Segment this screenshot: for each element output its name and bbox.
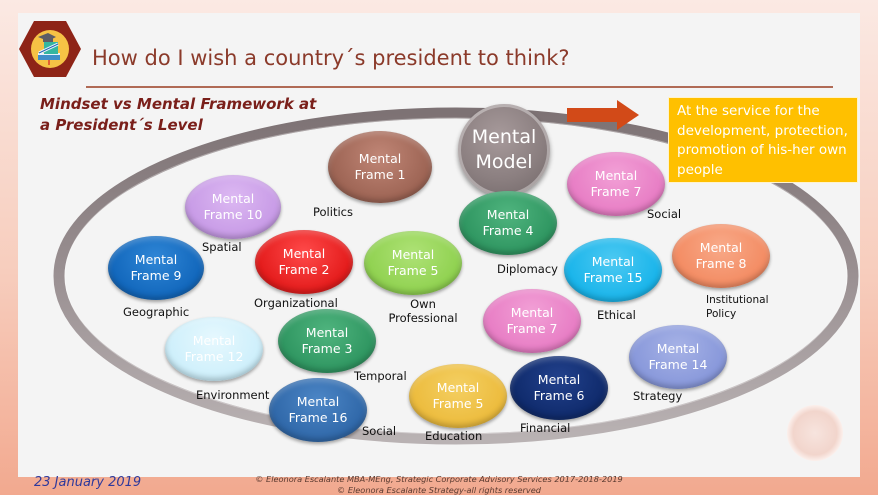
subtitle: Mindset vs Mental Framework at a Preside…	[40, 94, 316, 136]
subtitle-line-1: Mindset vs Mental Framework at	[40, 95, 317, 113]
footer-date: 23 January 2019	[34, 475, 142, 490]
label-education: Education	[425, 429, 483, 443]
mental-model-line-1: Mental	[471, 126, 537, 148]
footer-copyright: © Eleonora Escalante MBA-MEng, Strategic…	[0, 474, 878, 495]
right-arrow-icon	[567, 100, 639, 130]
mental-model-node: Mental Model	[458, 104, 550, 196]
label-environment: Environment	[196, 388, 270, 402]
label-geographic: Geographic	[123, 305, 190, 319]
label-strategy: Strategy	[633, 389, 683, 403]
label-institutional-policy: Institutional Policy	[706, 294, 769, 320]
label-diplomacy: Diplomacy	[497, 262, 558, 276]
graduation-cap-diploma-icon	[19, 21, 81, 77]
signature-seal-icon	[787, 405, 843, 461]
label-organizational: Organizational	[254, 296, 338, 310]
page-title: How do I wish a country´s president to t…	[92, 46, 570, 70]
label-spatial: Spatial	[202, 240, 242, 254]
title-divider	[86, 86, 833, 88]
label-politics: Politics	[313, 205, 353, 219]
label-temporal: Temporal	[354, 369, 407, 383]
service-callout-box: At the service for the development, prot…	[668, 97, 858, 183]
label-ethical: Ethical	[597, 308, 636, 322]
label-social-top: Social	[647, 207, 682, 221]
label-own-professional: Own Professional	[388, 297, 458, 325]
subtitle-line-2: a President´s Level	[40, 116, 203, 134]
copyright-line-1: © Eleonora Escalante MBA-MEng, Strategic…	[255, 474, 623, 484]
label-social-bottom: Social	[362, 424, 397, 438]
label-financial: Financial	[520, 421, 571, 435]
mental-model-line-2: Model	[475, 151, 533, 173]
copyright-line-2: © Eleonora Escalante Strategy-all rights…	[337, 484, 541, 495]
